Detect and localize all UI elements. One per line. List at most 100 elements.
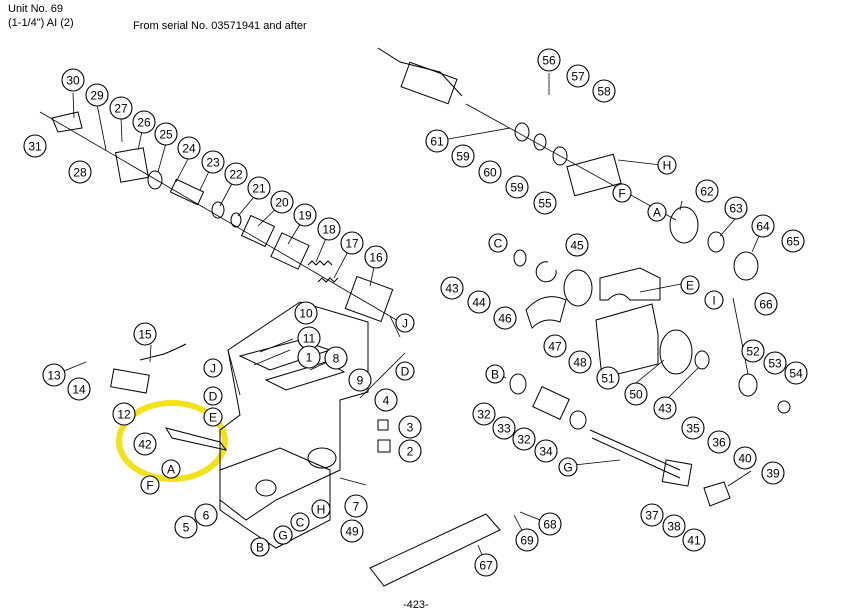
reference-letter-H: H <box>657 155 677 175</box>
part-callout-19: 19 <box>293 203 317 227</box>
part-callout-22: 22 <box>224 162 248 186</box>
callout-circle <box>112 402 136 426</box>
callout-label: 59 <box>456 150 470 164</box>
callout-circle <box>398 415 422 439</box>
callout-circle <box>374 388 398 412</box>
reference-letter-H: H <box>311 499 331 519</box>
callout-label: 5 <box>183 521 190 535</box>
part-callout-20: 20 <box>270 190 294 214</box>
reference-circle <box>612 183 632 203</box>
callout-circle <box>61 68 85 92</box>
callout-circle <box>425 129 449 153</box>
callout-label: 18 <box>322 223 336 237</box>
part-callout-50: 50 <box>624 382 648 406</box>
part-callout-18: 18 <box>317 217 341 241</box>
callout-label: 9 <box>357 374 364 388</box>
reference-circle <box>485 364 505 384</box>
part-callout-55: 55 <box>533 191 557 215</box>
callout-label: 6 <box>203 509 210 523</box>
part-callout-28: 28 <box>68 160 92 184</box>
part-callout-3: 3 <box>398 415 422 439</box>
callout-label: 15 <box>138 328 152 342</box>
part-callout-67: 67 <box>474 553 498 577</box>
part-callout-65: 65 <box>781 229 805 253</box>
part-callout-17: 17 <box>340 231 364 255</box>
callout-label: 27 <box>114 102 128 116</box>
callout-circle <box>640 503 664 527</box>
callout-label: 43 <box>658 402 672 416</box>
callout-label: 44 <box>472 296 486 310</box>
callout-circle <box>451 144 475 168</box>
callout-label: 56 <box>542 54 556 68</box>
part-callout-42: 42 <box>133 432 157 456</box>
reference-circle <box>488 233 508 253</box>
callout-label: 17 <box>345 237 359 251</box>
part-callout-37: 37 <box>640 503 664 527</box>
callout-label: 40 <box>738 452 752 466</box>
callout-label: 16 <box>369 251 383 265</box>
callout-label: 29 <box>90 89 104 103</box>
callout-label: 12 <box>117 408 131 422</box>
callout-circle <box>695 179 719 203</box>
callout-label: 66 <box>759 298 773 312</box>
reference-letter-A: A <box>161 459 181 479</box>
callout-label: 53 <box>768 357 782 371</box>
part-callout-47: 47 <box>543 334 567 358</box>
callout-label: 54 <box>789 367 803 381</box>
callout-circle <box>741 339 765 363</box>
reference-letter-D: D <box>395 361 415 381</box>
reference-label: A <box>653 206 661 220</box>
part-callout-32: 32 <box>472 402 496 426</box>
callout-label: 60 <box>483 166 497 180</box>
reference-label: E <box>209 411 217 425</box>
reference-circle <box>395 361 415 381</box>
highlight-circle <box>116 400 228 482</box>
callout-label: 4 <box>383 394 390 408</box>
part-callout-60: 60 <box>478 160 502 184</box>
callout-circle <box>348 368 372 392</box>
callout-label: 30 <box>66 74 80 88</box>
part-callout-10: 10 <box>294 301 318 325</box>
reference-circle <box>203 407 223 427</box>
callout-label: 26 <box>137 116 151 130</box>
callout-label: 39 <box>766 467 780 481</box>
reference-label: H <box>317 503 326 517</box>
callout-circle <box>194 503 218 527</box>
callout-label: 58 <box>597 85 611 99</box>
part-callout-59: 59 <box>451 144 475 168</box>
left-upper-assembly <box>39 111 401 323</box>
callout-label: 41 <box>687 534 701 548</box>
part-callout-62: 62 <box>695 179 719 203</box>
reference-label: G <box>278 529 287 543</box>
reference-circle <box>290 512 310 532</box>
reference-letter-E: E <box>680 275 700 295</box>
callout-label: 64 <box>756 220 770 234</box>
callout-circle <box>565 233 589 257</box>
callout-circle <box>224 162 248 186</box>
callout-label: 63 <box>729 202 743 216</box>
part-callout-40: 40 <box>733 446 757 470</box>
part-callout-14: 14 <box>67 377 91 401</box>
part-callout-41: 41 <box>682 528 706 552</box>
callout-circle <box>624 382 648 406</box>
part-callout-31: 31 <box>23 134 47 158</box>
part-callout-36: 36 <box>707 430 731 454</box>
callout-label: 69 <box>520 534 534 548</box>
callout-label: 47 <box>548 340 562 354</box>
reference-label: G <box>563 461 572 475</box>
part-callout-2: 2 <box>398 439 422 463</box>
reference-letter-G: G <box>273 525 293 545</box>
callout-circle <box>538 512 562 536</box>
callout-label: 31 <box>28 140 42 154</box>
callout-label: 50 <box>629 388 643 402</box>
callout-label: 51 <box>601 372 615 386</box>
reference-letter-J: J <box>203 358 223 378</box>
part-callout-45: 45 <box>565 233 589 257</box>
part-callout-11: 11 <box>297 326 321 350</box>
callout-label: 36 <box>712 436 726 450</box>
callout-circle <box>270 190 294 214</box>
part-callout-25: 25 <box>154 122 178 146</box>
callout-label: 19 <box>298 209 312 223</box>
callout-circle <box>247 176 271 200</box>
callout-label: 28 <box>73 166 87 180</box>
